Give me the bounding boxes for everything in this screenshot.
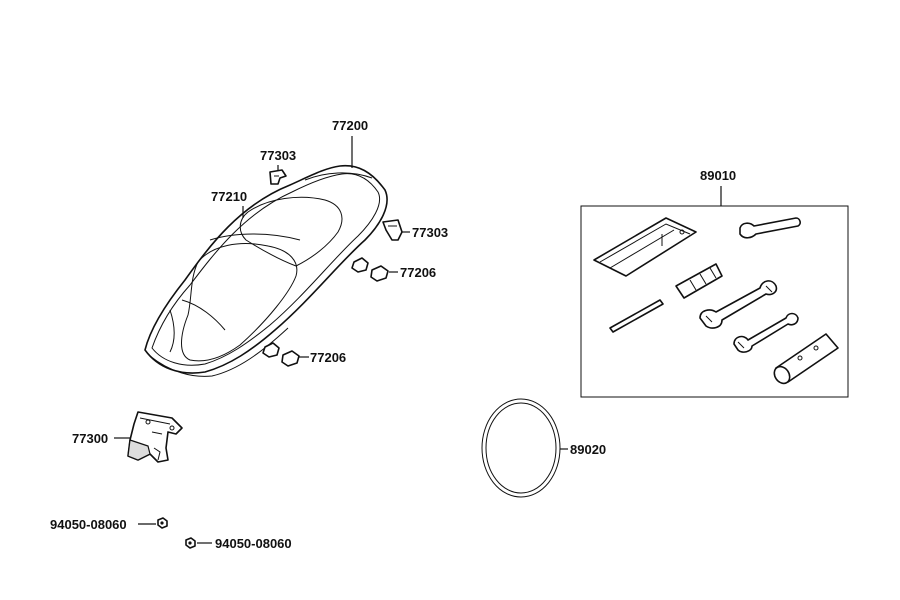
screwdriver-bit [609,299,664,333]
tube-wrench [773,333,839,385]
screwdriver-handle [675,263,723,299]
seat-front-cushion [181,243,298,362]
bracket-77303-right [382,219,403,241]
tool-kit-frame [580,205,849,398]
seat-lock-77300 [127,411,183,463]
label-77303-top: 77303 [260,148,296,163]
label-77206-lower: 77206 [310,350,346,365]
wrench-small [733,312,799,353]
seat-stitch-2 [304,172,373,181]
label-89020: 89020 [570,442,606,457]
tool-pouch [593,217,697,277]
bracket-77303-top [269,169,287,185]
rubber-buffer-upper-a [351,257,369,273]
label-94050-08060-upper: 94050-08060 [50,517,127,532]
rubber-buffer-lower-a [262,342,280,358]
hex-nut-upper [157,517,168,529]
seat-stitch-3 [169,309,175,353]
rubber-band-89020 [481,398,561,498]
seat-assembly [144,164,388,377]
rubber-buffer-upper-b [370,265,389,282]
seat-stitch-4 [181,299,226,331]
rubber-buffer-lower-b [281,350,300,367]
label-77210: 77210 [211,189,247,204]
seat-outline-inner [151,173,380,366]
label-77303-right: 77303 [412,225,448,240]
label-89010: 89010 [700,168,736,183]
label-77206-upper: 77206 [400,265,436,280]
label-77200: 77200 [332,118,368,133]
hex-nut-lower [185,537,196,549]
seat-stitch-1 [209,233,301,241]
wrench-large [699,280,778,329]
hook-spanner [739,217,801,239]
label-94050-08060-lower: 94050-08060 [215,536,292,551]
label-77300: 77300 [72,431,108,446]
seat-rear-cushion [239,196,343,267]
